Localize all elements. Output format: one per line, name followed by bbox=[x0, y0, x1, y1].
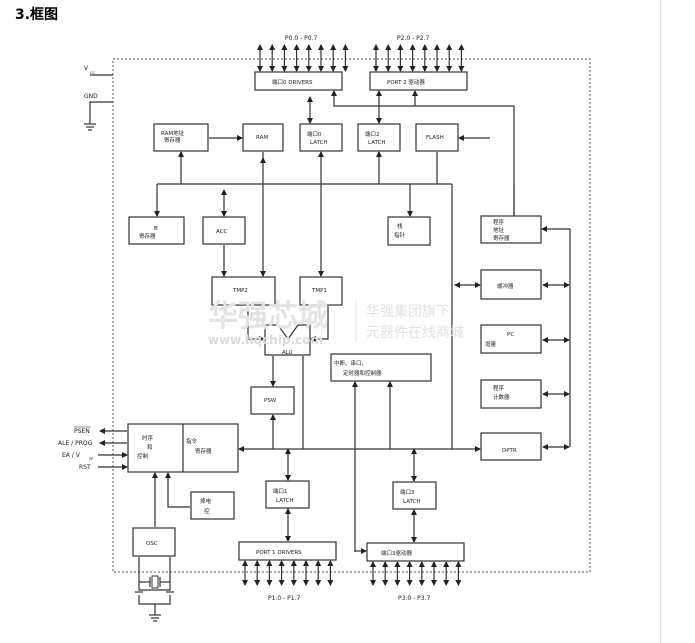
p1-latch-1-text: 端口1 bbox=[273, 487, 288, 495]
p1-latch-2-text: LATCH bbox=[276, 498, 294, 504]
tmp2: TMP2 bbox=[211, 276, 276, 306]
psw-text: PSW bbox=[264, 398, 277, 404]
timing-1-text: 时序 bbox=[142, 434, 154, 442]
acc-text: ACC bbox=[216, 229, 228, 235]
port3-drivers: 端口3驱动器 bbox=[366, 542, 465, 562]
p1-pins-label: P1.0 - P1.7 bbox=[268, 595, 300, 602]
pin-ea-label: EA / V bbox=[62, 452, 81, 459]
timing-2-text: 和 bbox=[147, 443, 153, 451]
accumulator: ACC bbox=[202, 216, 246, 245]
sp-2-text: 指针 bbox=[394, 231, 406, 239]
watermark-url: www.hqchip.com bbox=[208, 333, 323, 347]
ground-icon bbox=[84, 123, 96, 131]
pin-gnd-label: GND bbox=[84, 93, 98, 100]
tmp1: TMP1 bbox=[299, 276, 343, 306]
pin-rst-label: RST bbox=[79, 464, 91, 471]
interrupt-serial-timer: 中断、串口、定时器和控制器 bbox=[330, 353, 432, 382]
pc-1-text: 程序 bbox=[493, 384, 505, 392]
p3-latch-2-text: LATCH bbox=[403, 499, 421, 505]
pin-vcc-label: V bbox=[84, 65, 89, 72]
watermark-line2: 元器件在线商城 bbox=[366, 325, 464, 341]
ram: RAM bbox=[242, 123, 284, 152]
p2-drivers-text: PORT 2 驱动器 bbox=[387, 79, 425, 86]
connections bbox=[98, 90, 571, 622]
watermark-brand: 华强芯城 bbox=[208, 299, 328, 334]
p1-drivers-text: PORT 1 DRIVERS bbox=[256, 550, 302, 556]
p2-pins-label: P2.0 - P2.7 bbox=[397, 35, 429, 42]
p0-latch-2-text: LATCH bbox=[310, 140, 328, 146]
b-reg-1-text: B bbox=[154, 226, 158, 232]
pin-ea-sub: PP bbox=[89, 457, 93, 461]
p3-latch-1-text: 端口3 bbox=[400, 488, 415, 496]
port-pin-arrows bbox=[242, 44, 465, 586]
alu: ALU bbox=[264, 324, 311, 356]
ram-addr-1-text: RAM地址 bbox=[161, 129, 185, 137]
ram-addr-2-text: 寄存器 bbox=[164, 136, 181, 144]
watermark: 华强芯城 www.hqchip.com 华强集团旗下 元器件在线商城 bbox=[208, 299, 464, 347]
buffer: 缓冲器 bbox=[480, 269, 542, 300]
tmp1-text: TMP1 bbox=[311, 288, 327, 294]
oscillator: OSC bbox=[132, 527, 176, 557]
buffer-text: 缓冲器 bbox=[497, 282, 514, 290]
pc-incr-1-text: PC bbox=[507, 332, 514, 338]
psw: PSW bbox=[250, 386, 295, 415]
chip-boundary bbox=[112, 58, 591, 573]
prog-addr-3-text: 寄存器 bbox=[493, 234, 510, 242]
pc-incr-2-text: 增量 bbox=[485, 340, 497, 348]
flash: FLASH bbox=[415, 123, 459, 152]
b-reg-2-text: 寄存器 bbox=[139, 232, 156, 240]
pin-vcc-sub: CC bbox=[90, 71, 95, 75]
pin-ale-label: ALE / PROG bbox=[58, 440, 93, 447]
section-heading: 3.框图 bbox=[15, 7, 59, 23]
ram-text: RAM bbox=[256, 135, 268, 141]
powerdown-1-text: 掉电 bbox=[200, 497, 212, 505]
pin-psen-label: PSEN bbox=[74, 428, 90, 435]
interrupt-1-text: 中断、串口、 bbox=[334, 359, 367, 367]
power-down-control: 掉电控 bbox=[190, 491, 235, 520]
port1-drivers: PORT 1 DRIVERS bbox=[238, 541, 337, 561]
prog-addr-1-text: 程序 bbox=[493, 218, 505, 226]
osc-text: OSC bbox=[146, 541, 158, 547]
page-divider bbox=[660, 0, 661, 643]
p3-drivers-text: 端口3驱动器 bbox=[381, 549, 412, 557]
p2-latch-2-text: LATCH bbox=[368, 140, 386, 146]
prog-addr-2-text: 地址 bbox=[493, 226, 505, 234]
stack-pointer: 栈指针 bbox=[387, 216, 431, 246]
watermark-line1: 华强集团旗下 bbox=[366, 303, 450, 320]
dptr: DPTR bbox=[480, 432, 542, 461]
p3-pins-label: P3.0 - P3.7 bbox=[398, 595, 430, 602]
interrupt-2-text: 定时器和控制器 bbox=[343, 369, 382, 377]
p2-latch-1-text: 端口2 bbox=[365, 130, 380, 138]
instr-1-text: 指令 bbox=[186, 437, 198, 445]
powerdown-2-text: 控 bbox=[204, 507, 210, 515]
alu-text: ALU bbox=[282, 350, 293, 356]
timing-3-text: 控制 bbox=[137, 452, 149, 460]
p0-latch-1-text: 端口0 bbox=[307, 130, 322, 138]
sp-1-text: 栈 bbox=[397, 222, 403, 230]
port0-drivers: 端口0 DRIVERS bbox=[254, 71, 343, 91]
p0-pins-label: P0.0 - P0.7 bbox=[285, 35, 317, 42]
pc-incrementer: PC 增量 bbox=[480, 324, 542, 354]
dptr-1-text: DPTR bbox=[502, 448, 517, 454]
flash-text: FLASH bbox=[426, 135, 444, 141]
crystal-oscillator-icon bbox=[135, 557, 174, 622]
p0-drivers-text: 端口0 DRIVERS bbox=[272, 78, 313, 86]
tmp2-text: TMP2 bbox=[232, 288, 248, 294]
pc-2-text: 计数器 bbox=[493, 393, 510, 401]
port2-drivers: PORT 2 驱动器 bbox=[369, 71, 468, 91]
instr-2-text: 寄存器 bbox=[195, 447, 212, 455]
